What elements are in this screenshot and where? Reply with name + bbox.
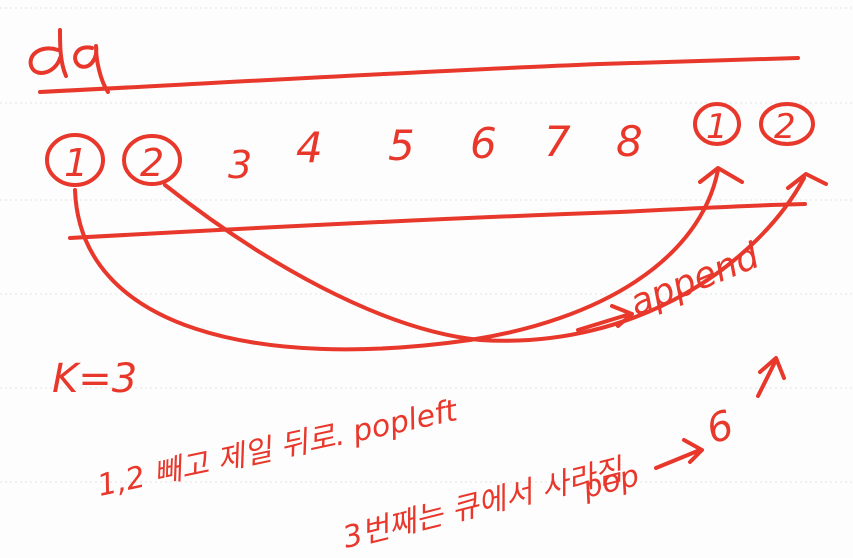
circle-item-10 [759, 102, 815, 146]
handwritten-text: 1 2 3 4 5 6 7 8 1 2 append K=3 1,2 빼고 제일… [52, 107, 796, 556]
ink-strokes [28, 28, 828, 470]
seq-item-7: 7 [544, 117, 571, 166]
pop-target-label: 6 [701, 402, 739, 454]
move-arc-item-2 [163, 176, 806, 343]
seq-item-2: 2 [140, 141, 164, 185]
seq-item-4: 4 [296, 123, 323, 172]
seq-item-5: 5 [388, 121, 415, 170]
seq-item-9: 1 [706, 107, 728, 147]
seq-item-3: 3 [228, 143, 252, 187]
circle-item-2 [122, 134, 182, 186]
circle-item-9 [693, 102, 741, 146]
seq-item-1: 1 [64, 141, 88, 185]
pop-up-arrow [756, 356, 786, 398]
circle-item-1 [45, 133, 105, 187]
seq-item-6: 6 [470, 119, 497, 168]
seq-item-10: 2 [774, 107, 796, 147]
deque-top-line [38, 56, 800, 94]
note-line-2: 3번째는 큐에서 사라짐 [339, 452, 628, 556]
k-param-label: K=3 [52, 356, 137, 402]
move-arc-item-1 [73, 168, 720, 352]
note-line-1: 1,2 빼고 제일 뒤로. popleft [94, 393, 461, 504]
title-dq-strokes [28, 28, 110, 94]
deque-bottom-line [68, 202, 807, 240]
append-label: append [624, 235, 766, 324]
arrowhead-2 [786, 172, 828, 190]
seq-item-8: 8 [616, 117, 643, 166]
pop-arrow [654, 438, 704, 470]
arrowhead-1 [698, 166, 744, 184]
append-arrow [576, 304, 634, 332]
